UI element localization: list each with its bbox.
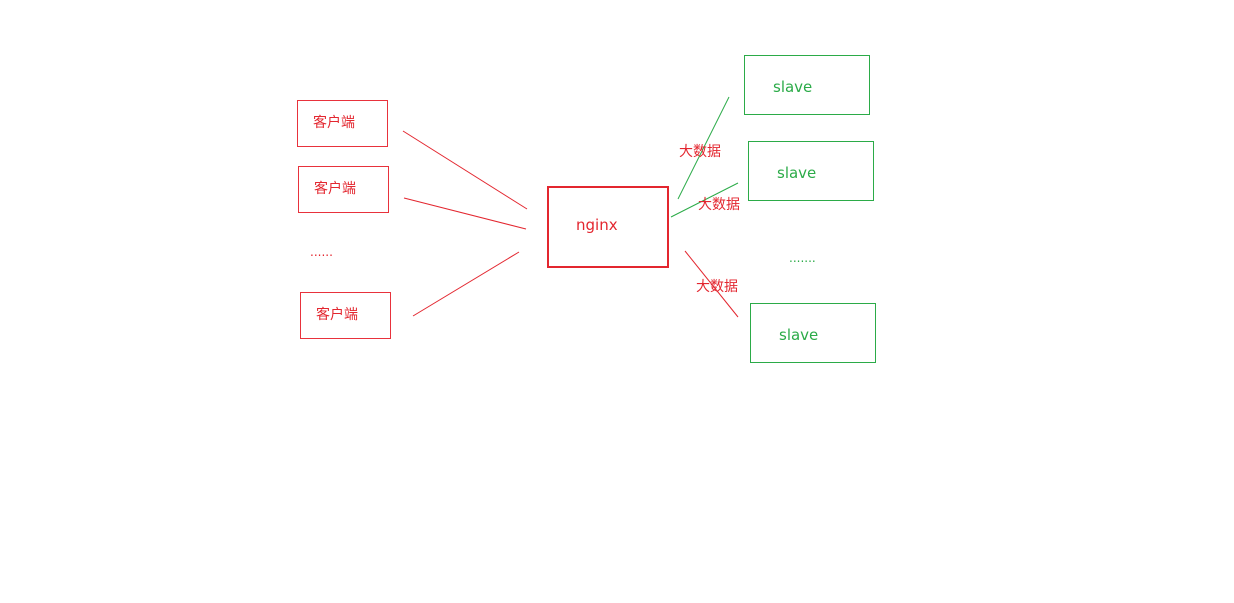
edge-client2-nginx <box>403 197 527 230</box>
edge-label-2: 大数据 <box>698 197 740 213</box>
client-node-2: 客户端 <box>298 166 389 213</box>
slave-node-label: slave <box>773 78 813 96</box>
clients-ellipsis: ...... <box>310 245 333 259</box>
edge-client1-nginx <box>402 130 528 210</box>
client-node-label: 客户端 <box>316 307 358 323</box>
slaves-ellipsis: ....... <box>789 251 816 265</box>
client-node-1: 客户端 <box>297 100 388 147</box>
edge-label-1: 大数据 <box>679 144 721 160</box>
edge-nginx-slave2 <box>670 182 739 218</box>
edge-client3-nginx <box>412 251 520 317</box>
slave-node-3: slave <box>750 303 876 363</box>
edge-nginx-slave1 <box>677 96 730 200</box>
slave-node-2: slave <box>748 141 874 201</box>
nginx-node-label: nginx <box>576 216 618 234</box>
client-node-label: 客户端 <box>313 115 355 131</box>
nginx-node: nginx <box>547 186 669 268</box>
client-node-3: 客户端 <box>300 292 391 339</box>
edge-nginx-slave3 <box>684 250 739 318</box>
slave-node-label: slave <box>777 164 817 182</box>
slave-node-1: slave <box>744 55 870 115</box>
slave-node-label: slave <box>779 326 819 344</box>
client-node-label: 客户端 <box>314 181 356 197</box>
edge-label-3: 大数据 <box>696 279 738 295</box>
